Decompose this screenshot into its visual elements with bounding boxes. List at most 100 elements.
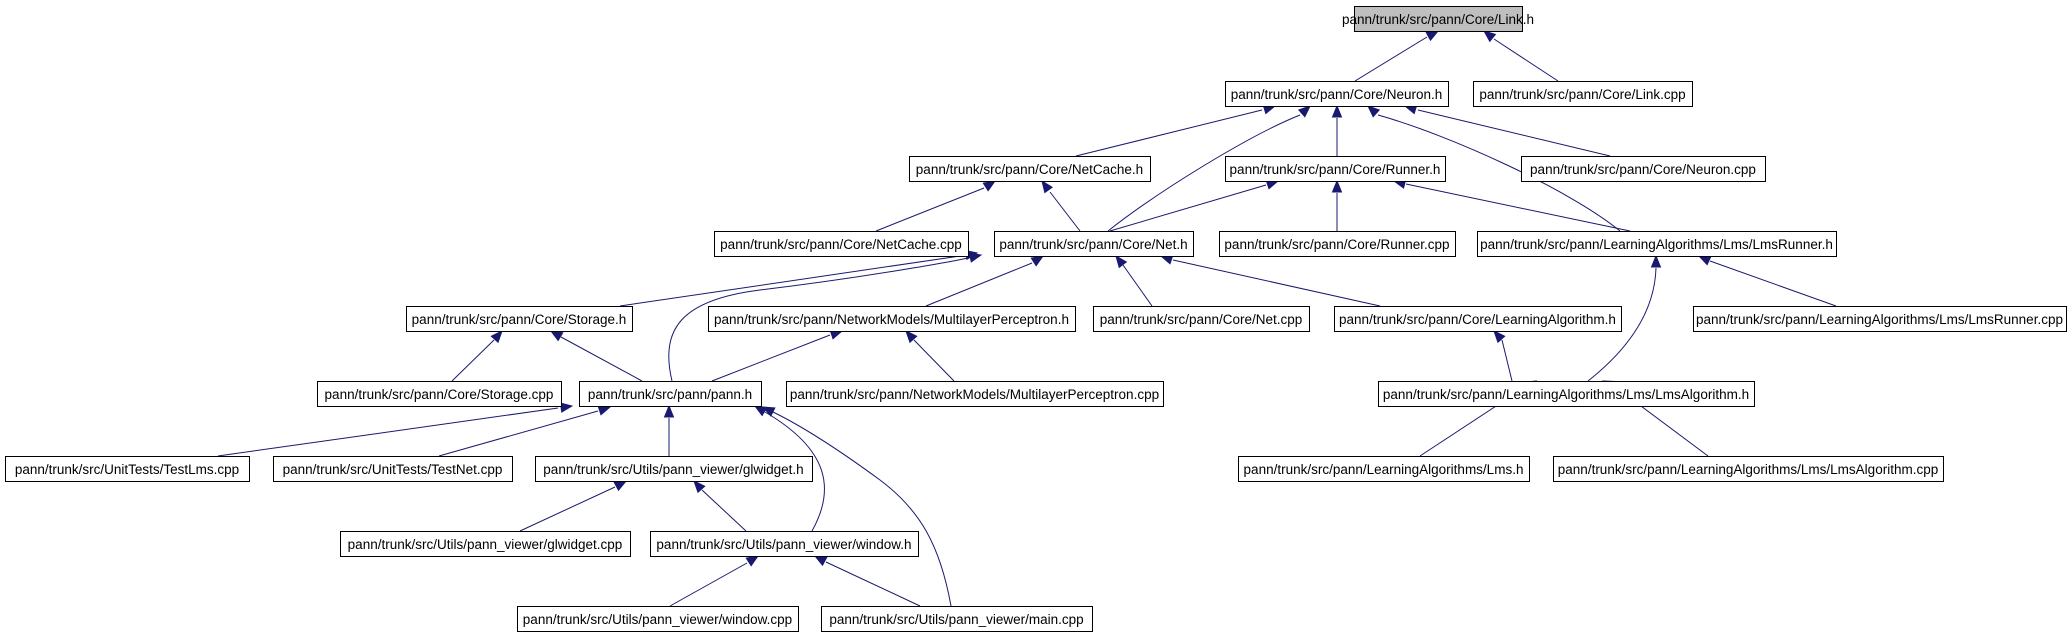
edge-runner_cpp-to-runner_h	[1331, 179, 1343, 231]
arrowhead-icon	[968, 252, 983, 263]
edge-line	[560, 336, 643, 382]
file-node-testlms-cpp[interactable]: pann/trunk/src/UnitTests/TestLms.cpp	[5, 456, 250, 482]
node-label: pann/trunk/src/pann/LearningAlgorithms/L…	[1383, 387, 1749, 402]
edge-line	[451, 339, 495, 382]
edge-line	[1049, 191, 1081, 232]
node-box	[1225, 156, 1446, 182]
file-node-link-h: pann/trunk/src/pann/Core/Link.h	[1342, 6, 1534, 32]
file-node-lmsalg-cpp[interactable]: pann/trunk/src/pann/LearningAlgorithms/L…	[1553, 456, 1944, 482]
node-box	[1225, 81, 1449, 107]
file-node-window-cpp[interactable]: pann/trunk/src/Utils/pann_viewer/window.…	[517, 606, 799, 632]
node-label: pann/trunk/src/pann/Core/Neuron.h	[1231, 87, 1443, 102]
arrowhead-icon	[1493, 330, 1506, 344]
node-label: pann/trunk/src/UnitTests/TestLms.cpp	[15, 462, 239, 477]
node-label: pann/trunk/src/pann/Core/NetCache.cpp	[720, 237, 962, 252]
file-node-glwidget-h[interactable]: pann/trunk/src/Utils/pann_viewer/glwidge…	[535, 456, 813, 482]
edge-line	[925, 262, 1033, 307]
edge-line	[1354, 36, 1428, 82]
node-label: pann/trunk/src/pann/Core/Storage.h	[412, 312, 627, 327]
file-node-storage-cpp[interactable]: pann/trunk/src/pann/Core/Storage.cpp	[317, 381, 562, 407]
node-label: pann/trunk/src/pann/Core/Runner.h	[1230, 162, 1441, 177]
arrowhead-icon	[1297, 105, 1311, 118]
file-node-lmsalg-h[interactable]: pann/trunk/src/pann/LearningAlgorithms/L…	[1378, 381, 1755, 407]
node-box	[714, 231, 969, 257]
edge-learnalg_h-to-net_h	[1159, 254, 1381, 307]
arrowhead-icon	[905, 330, 918, 344]
edge-window_h-to-glwidget_h	[693, 480, 747, 532]
node-label: pann/trunk/src/pann/Core/Link.h	[1342, 12, 1534, 27]
arrowhead-icon	[1482, 30, 1497, 43]
arrowhead-icon	[1030, 255, 1045, 267]
file-node-runner-cpp[interactable]: pann/trunk/src/pann/Core/Runner.cpp	[1219, 231, 1456, 257]
node-label: pann/trunk/src/pann/pann.h	[588, 387, 752, 402]
file-node-runner-h[interactable]: pann/trunk/src/pann/Core/Runner.h	[1225, 156, 1446, 182]
file-node-neuron-h[interactable]: pann/trunk/src/pann/Core/Neuron.h	[1225, 81, 1449, 107]
file-node-lms-h[interactable]: pann/trunk/src/pann/LearningAlgorithms/L…	[1238, 456, 1530, 482]
file-node-netcache-h[interactable]: pann/trunk/src/pann/Core/NetCache.h	[909, 156, 1151, 182]
node-label: pann/trunk/src/pann/Core/Link.cpp	[1479, 87, 1685, 102]
edge-line	[1075, 109, 1263, 157]
edge-net_cpp-to-net_h	[1115, 254, 1153, 307]
node-box	[1553, 456, 1944, 482]
node-label: pann/trunk/src/pann/LearningAlgorithms/L…	[1558, 462, 1938, 477]
node-box	[1693, 306, 2067, 332]
node-label: pann/trunk/src/pann/Core/Runner.cpp	[1224, 237, 1449, 252]
arrowhead-icon	[1697, 255, 1712, 266]
arrowhead-icon	[490, 330, 503, 344]
node-label: pann/trunk/src/pann/NetworkModels/Multil…	[714, 312, 1069, 327]
edge-line	[217, 407, 559, 457]
edge-line	[913, 339, 955, 382]
arrowhead-icon	[559, 402, 574, 413]
edge-line	[1709, 260, 1837, 307]
node-label: pann/trunk/src/Utils/pann_viewer/window.…	[656, 537, 911, 552]
edge-glwidget_cpp-to-glwidget_h	[519, 480, 628, 532]
file-node-main-cpp[interactable]: pann/trunk/src/Utils/pann_viewer/main.cp…	[821, 606, 1093, 632]
edge-testlms_cpp-to-pann_h	[217, 402, 574, 457]
file-node-window-h[interactable]: pann/trunk/src/Utils/pann_viewer/window.…	[650, 531, 919, 557]
edge-neuron_cpp-to-neuron_h	[1403, 104, 1611, 157]
file-node-mlp-h[interactable]: pann/trunk/src/pann/NetworkModels/Multil…	[708, 306, 1076, 332]
arrowhead-icon	[813, 555, 828, 567]
arrowhead-icon	[1425, 30, 1440, 42]
edge-line	[1493, 38, 1559, 82]
file-node-link-cpp[interactable]: pann/trunk/src/pann/Core/Link.cpp	[1473, 81, 1693, 107]
node-box	[909, 156, 1151, 182]
edge-storage_h-to-net_h	[619, 249, 979, 307]
edge-line	[1172, 259, 1381, 307]
edge-line	[701, 489, 747, 532]
edges-layer	[217, 30, 1837, 607]
arrowhead-icon	[597, 405, 612, 416]
node-box	[517, 606, 799, 632]
file-node-net-h[interactable]: pann/trunk/src/pann/Core/Net.h	[994, 231, 1194, 257]
file-node-neuron-cpp[interactable]: pann/trunk/src/pann/Core/Neuron.cpp	[1521, 156, 1766, 182]
file-node-glwidget-cpp[interactable]: pann/trunk/src/Utils/pann_viewer/glwidge…	[340, 531, 631, 557]
edge-line	[1109, 184, 1267, 232]
edge-line	[875, 187, 985, 232]
node-box	[1334, 306, 1622, 332]
node-box	[1521, 156, 1766, 182]
node-label: pann/trunk/src/Utils/pann_viewer/glwidge…	[348, 537, 623, 552]
file-node-lmsrunner-cpp[interactable]: pann/trunk/src/pann/LearningAlgorithms/L…	[1693, 306, 2067, 332]
node-label: pann/trunk/src/Utils/pann_viewer/glwidge…	[543, 462, 803, 477]
file-node-net-cpp[interactable]: pann/trunk/src/pann/Core/Net.cpp	[1093, 306, 1310, 332]
node-box	[535, 456, 813, 482]
file-node-netcache-cpp[interactable]: pann/trunk/src/pann/Core/NetCache.cpp	[714, 231, 969, 257]
edge-line	[1501, 339, 1513, 382]
file-node-storage-h[interactable]: pann/trunk/src/pann/Core/Storage.h	[406, 306, 633, 332]
node-box	[708, 306, 1076, 332]
node-label: pann/trunk/src/pann/Core/Storage.cpp	[325, 387, 554, 402]
arrowhead-icon	[549, 330, 564, 342]
file-node-learnalg-h[interactable]: pann/trunk/src/pann/Core/LearningAlgorit…	[1334, 306, 1622, 332]
file-node-mlp-cpp[interactable]: pann/trunk/src/pann/NetworkModels/Multil…	[786, 381, 1164, 407]
node-box	[650, 531, 919, 557]
edge-line	[1107, 114, 1301, 232]
node-box	[317, 381, 562, 407]
file-node-pann-h[interactable]: pann/trunk/src/pann/pann.h	[579, 381, 762, 407]
arrowhead-icon	[745, 555, 760, 567]
node-box	[1354, 6, 1523, 32]
file-node-lmsrunner-h[interactable]: pann/trunk/src/pann/LearningAlgorithms/L…	[1477, 231, 1837, 257]
arrowhead-icon	[1367, 105, 1381, 118]
edge-pann_h-to-storage_h	[549, 330, 643, 382]
edge-link_cpp-to-link_h	[1482, 30, 1559, 82]
file-node-testnet-cpp[interactable]: pann/trunk/src/UnitTests/TestNet.cpp	[273, 456, 513, 482]
